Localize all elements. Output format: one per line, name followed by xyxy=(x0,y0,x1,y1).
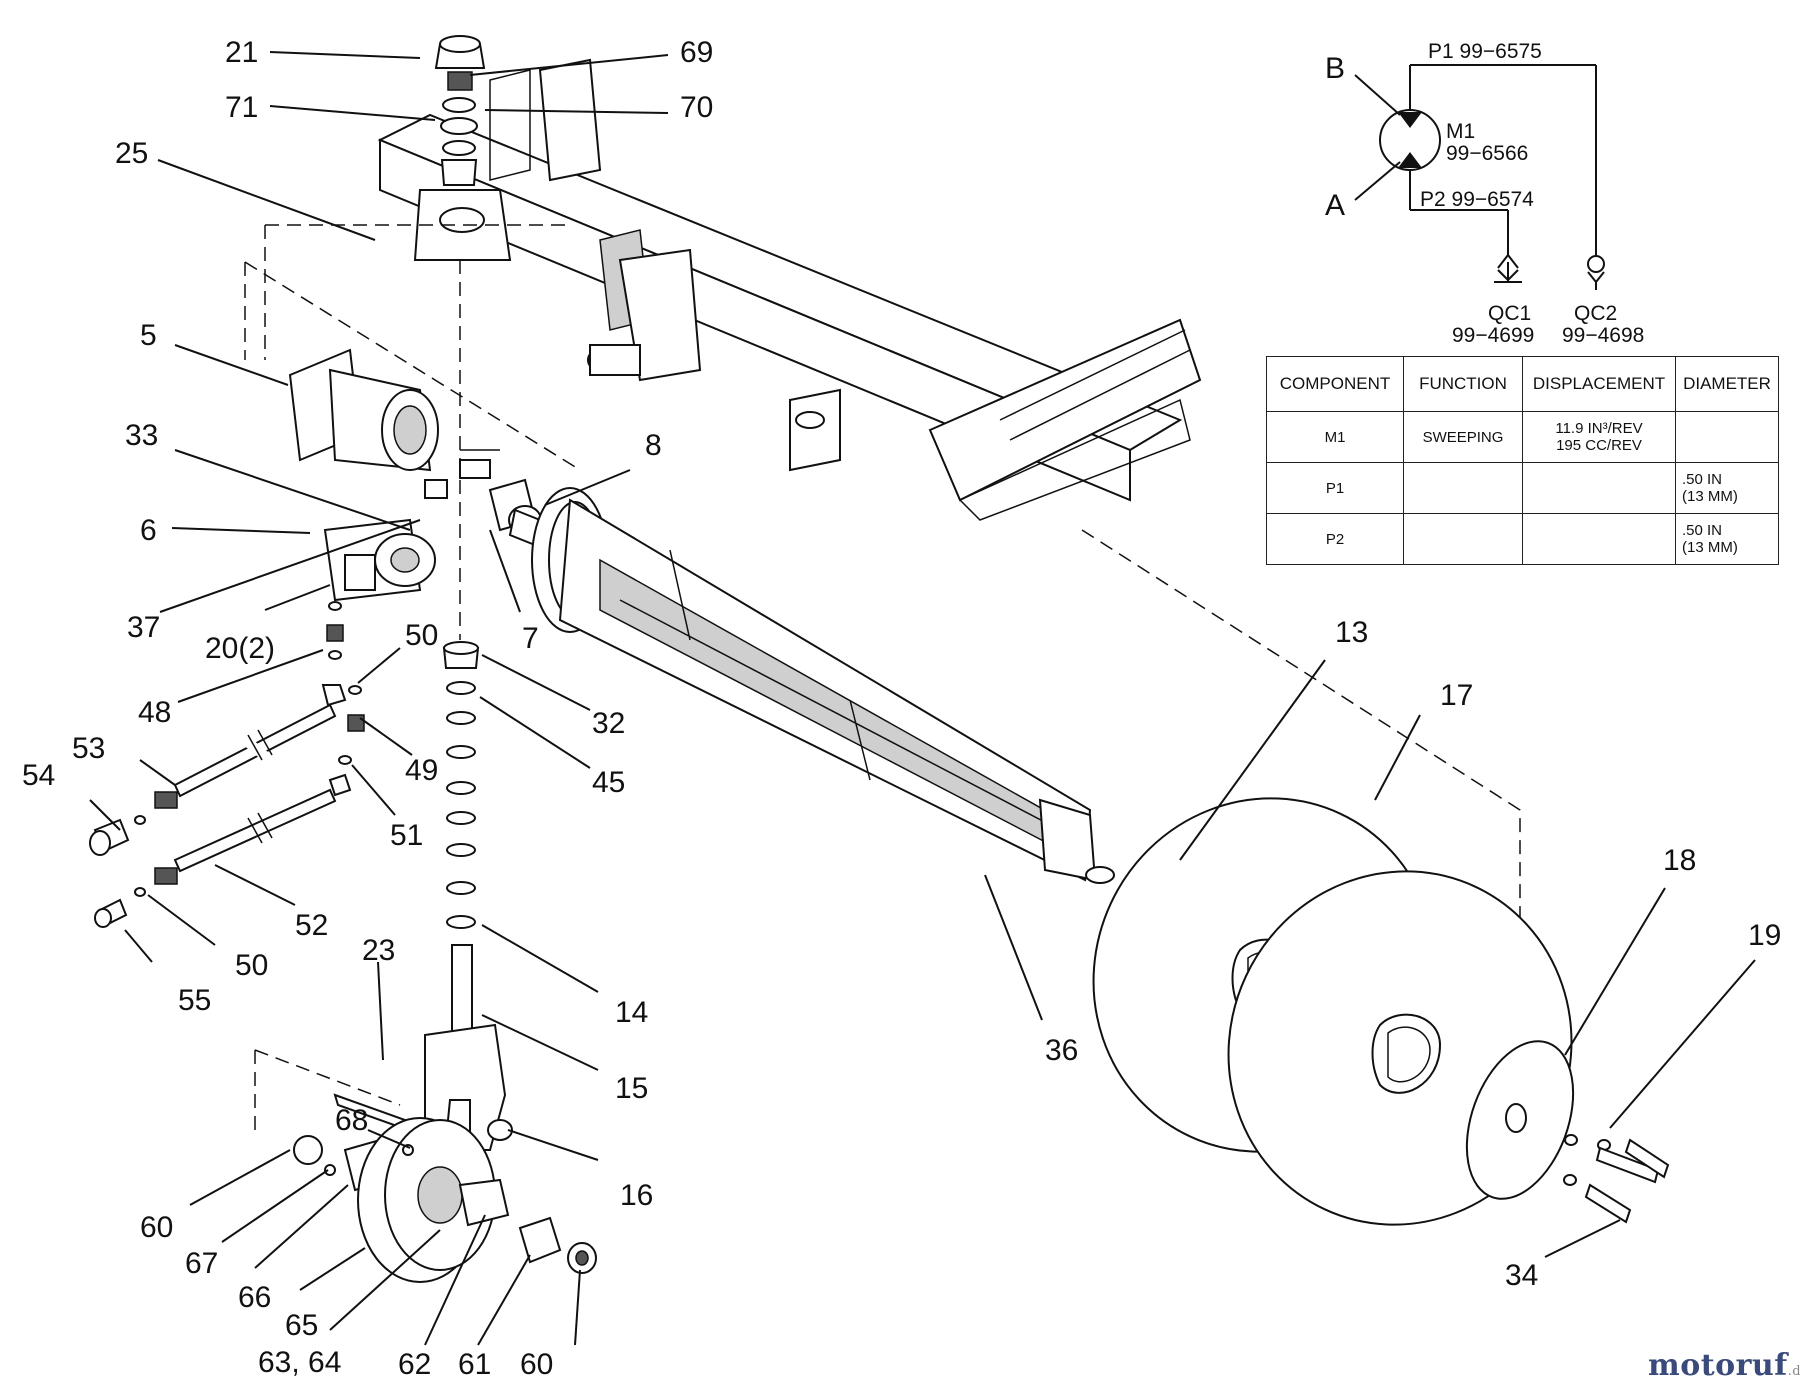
callout-69: 69 xyxy=(680,36,713,69)
diameter-line-1: .50 IN xyxy=(1682,471,1723,488)
callout-53: 53 xyxy=(72,732,105,765)
callout-7: 7 xyxy=(522,622,539,655)
callout-16: 16 xyxy=(620,1179,653,1212)
watermark-tld: .de xyxy=(1787,1364,1800,1379)
displacement-line-2: 195 CC/REV xyxy=(1556,437,1642,454)
cell-component: P1 xyxy=(1266,462,1404,514)
callout-49: 49 xyxy=(405,754,438,787)
cell-diameter: .50 IN (13 MM) xyxy=(1675,462,1779,514)
qc2-part-number: 99−4698 xyxy=(1562,324,1644,347)
callout-68: 68 xyxy=(335,1104,368,1137)
qc2-coupler-icon xyxy=(1587,255,1605,290)
callout-48: 48 xyxy=(138,696,171,729)
callout-51: 51 xyxy=(390,819,423,852)
callout-60-right: 60 xyxy=(520,1348,553,1381)
callout-23: 23 xyxy=(362,934,395,967)
callout-37: 37 xyxy=(127,611,160,644)
port-a-arrow-icon xyxy=(1398,152,1422,168)
broom-tube xyxy=(531,487,1164,920)
qc1-name: QC1 xyxy=(1488,302,1531,325)
frame-assembly xyxy=(377,58,1202,521)
leader-lines xyxy=(89,51,1756,1346)
qc1-part-number: 99−4699 xyxy=(1452,324,1534,347)
callout-19: 19 xyxy=(1748,919,1781,952)
callout-14: 14 xyxy=(615,996,648,1029)
callout-63-64: 63, 64 xyxy=(258,1346,341,1379)
cell-component: P2 xyxy=(1266,513,1404,565)
qc2-name: QC2 xyxy=(1574,302,1617,325)
callout-65: 65 xyxy=(285,1309,318,1342)
diameter-line-2: (13 MM) xyxy=(1682,539,1738,556)
callout-21: 21 xyxy=(225,36,258,69)
cell-diameter xyxy=(1675,411,1779,463)
port-b-label: B xyxy=(1325,52,1345,85)
diameter-line-2: (13 MM) xyxy=(1682,488,1738,505)
broom-disks xyxy=(1081,529,1670,1226)
callout-50-upper: 50 xyxy=(405,619,438,652)
callout-70: 70 xyxy=(680,91,713,124)
callout-61: 61 xyxy=(458,1348,491,1381)
king-pin-stack xyxy=(413,35,513,1151)
callout-20-2: 20(2) xyxy=(205,632,275,665)
callout-52: 52 xyxy=(295,909,328,942)
port-a-label: A xyxy=(1325,189,1345,222)
table-row: M1 SWEEPING 11.9 IN³/REV 195 CC/REV xyxy=(1266,411,1779,463)
hydraulic-schematic: B A M1 99−6566 P1 99−6575 P2 99−6574 QC1… xyxy=(1325,40,1644,347)
spec-table-header-row: COMPONENT FUNCTION DISPLACEMENT DIAMETER xyxy=(1266,356,1779,412)
callout-62: 62 xyxy=(398,1348,431,1381)
callout-54: 54 xyxy=(22,759,55,792)
motor-part-number: 99−6566 xyxy=(1446,142,1528,165)
callout-50-lower: 50 xyxy=(235,949,268,982)
motor-housing xyxy=(244,224,581,602)
callout-45: 45 xyxy=(592,766,625,799)
callout-36: 36 xyxy=(1045,1034,1078,1067)
caster-wheel xyxy=(254,1049,597,1283)
callout-34: 34 xyxy=(1505,1259,1538,1292)
cell-component: M1 xyxy=(1266,411,1404,463)
cell-displacement: 11.9 IN³/REV 195 CC/REV xyxy=(1522,411,1676,463)
callout-18: 18 xyxy=(1663,844,1696,877)
callout-71: 71 xyxy=(225,91,258,124)
spec-table: COMPONENT FUNCTION DISPLACEMENT DIAMETER… xyxy=(1266,356,1779,565)
displacement-line-1: 11.9 IN³/REV xyxy=(1555,420,1643,437)
watermark-brand: motoruf xyxy=(1648,1348,1788,1383)
col-header-function: FUNCTION xyxy=(1403,356,1523,412)
callout-67: 67 xyxy=(185,1247,218,1280)
cell-function: SWEEPING xyxy=(1403,411,1523,463)
line-p1-label: P1 99−6575 xyxy=(1428,40,1542,63)
line-p2-label: P2 99−6574 xyxy=(1420,188,1534,211)
col-header-component: COMPONENT xyxy=(1266,356,1404,412)
cell-function xyxy=(1403,513,1523,565)
watermark-logo: motoruf.de xyxy=(1648,1348,1800,1383)
callout-33: 33 xyxy=(125,419,158,452)
cell-function xyxy=(1403,462,1523,514)
col-header-diameter: DIAMETER xyxy=(1675,356,1779,412)
motor-name: M1 xyxy=(1446,120,1475,143)
callout-25: 25 xyxy=(115,137,148,170)
callout-13: 13 xyxy=(1335,616,1368,649)
table-row: P2 .50 IN (13 MM) xyxy=(1266,513,1779,565)
callout-55: 55 xyxy=(178,984,211,1017)
callout-17: 17 xyxy=(1440,679,1473,712)
callout-32: 32 xyxy=(592,707,625,740)
callout-6: 6 xyxy=(140,514,157,547)
cell-diameter: .50 IN (13 MM) xyxy=(1675,513,1779,565)
callout-15: 15 xyxy=(615,1072,648,1105)
table-row: P1 .50 IN (13 MM) xyxy=(1266,462,1779,514)
hoses-fittings xyxy=(89,601,365,928)
cell-displacement xyxy=(1522,462,1676,514)
callout-66: 66 xyxy=(238,1281,271,1314)
callout-5: 5 xyxy=(140,319,157,352)
diameter-line-1: .50 IN xyxy=(1682,522,1723,539)
col-header-displacement: DISPLACEMENT xyxy=(1522,356,1676,412)
callout-60-left: 60 xyxy=(140,1211,173,1244)
port-b-arrow-icon xyxy=(1398,112,1422,128)
callout-labels: 21 69 71 70 25 5 33 8 6 37 20(2) 7 50 48… xyxy=(22,36,1781,1381)
callout-8: 8 xyxy=(645,429,662,462)
cell-displacement xyxy=(1522,513,1676,565)
qc1-coupler-icon xyxy=(1494,254,1522,283)
